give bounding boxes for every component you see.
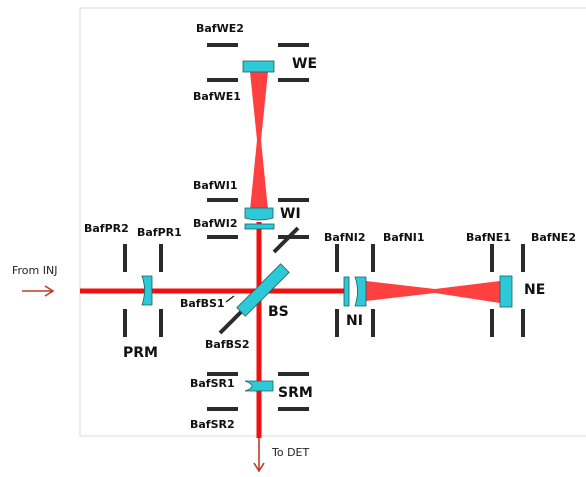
beam-splitter (236, 263, 290, 317)
label-NI: NI (346, 313, 363, 329)
mirror-SRM (244, 380, 274, 392)
label-BafWE1: BafWE1 (193, 90, 241, 103)
bs-pointer (225, 295, 235, 303)
mirror-NE (499, 275, 513, 308)
label-BafSR2: BafSR2 (190, 418, 235, 431)
label-BafNE2: BafNE2 (531, 231, 576, 244)
label-BafWI2: BafWI2 (193, 217, 237, 230)
label-BafPR2: BafPR2 (84, 222, 129, 235)
baffle-BS2 (218, 307, 246, 335)
label-BafWI1: BafWI1 (193, 179, 237, 192)
west-arm-cavity-beam (250, 72, 268, 210)
compensation-plate-WI (244, 223, 275, 230)
mirror-PRM (141, 275, 153, 306)
label-BafNI1: BafNI1 (383, 231, 425, 244)
label-from-inj: From INJ (12, 264, 57, 277)
label-BafBS1: BafBS1 (180, 297, 225, 310)
label-BafWE2: BafWE2 (196, 22, 244, 35)
label-PRM: PRM (123, 345, 158, 361)
diagram-frame-left (79, 8, 586, 437)
label-NE: NE (524, 282, 545, 298)
label-BafNI2: BafNI2 (324, 231, 366, 244)
north-arm-cavity-beam (366, 281, 500, 303)
mirror-NI (354, 276, 367, 307)
baffle-BS1 (272, 226, 300, 254)
label-BafBS2: BafBS2 (205, 338, 250, 351)
mirror-WE (242, 60, 275, 73)
input-arrow-icon (22, 285, 55, 297)
label-SRM: SRM (278, 385, 313, 401)
compensation-plate-NI (343, 276, 350, 307)
mirror-WI (244, 207, 274, 221)
label-to-det: To DET (271, 446, 309, 459)
label-WE: WE (292, 56, 317, 72)
label-BS: BS (268, 304, 289, 320)
label-BafPR1: BafPR1 (137, 226, 182, 239)
label-BafNE1: BafNE1 (466, 231, 511, 244)
output-arrow-icon (253, 438, 265, 473)
label-WI: WI (280, 206, 301, 222)
label-BafSR1: BafSR1 (190, 377, 235, 390)
